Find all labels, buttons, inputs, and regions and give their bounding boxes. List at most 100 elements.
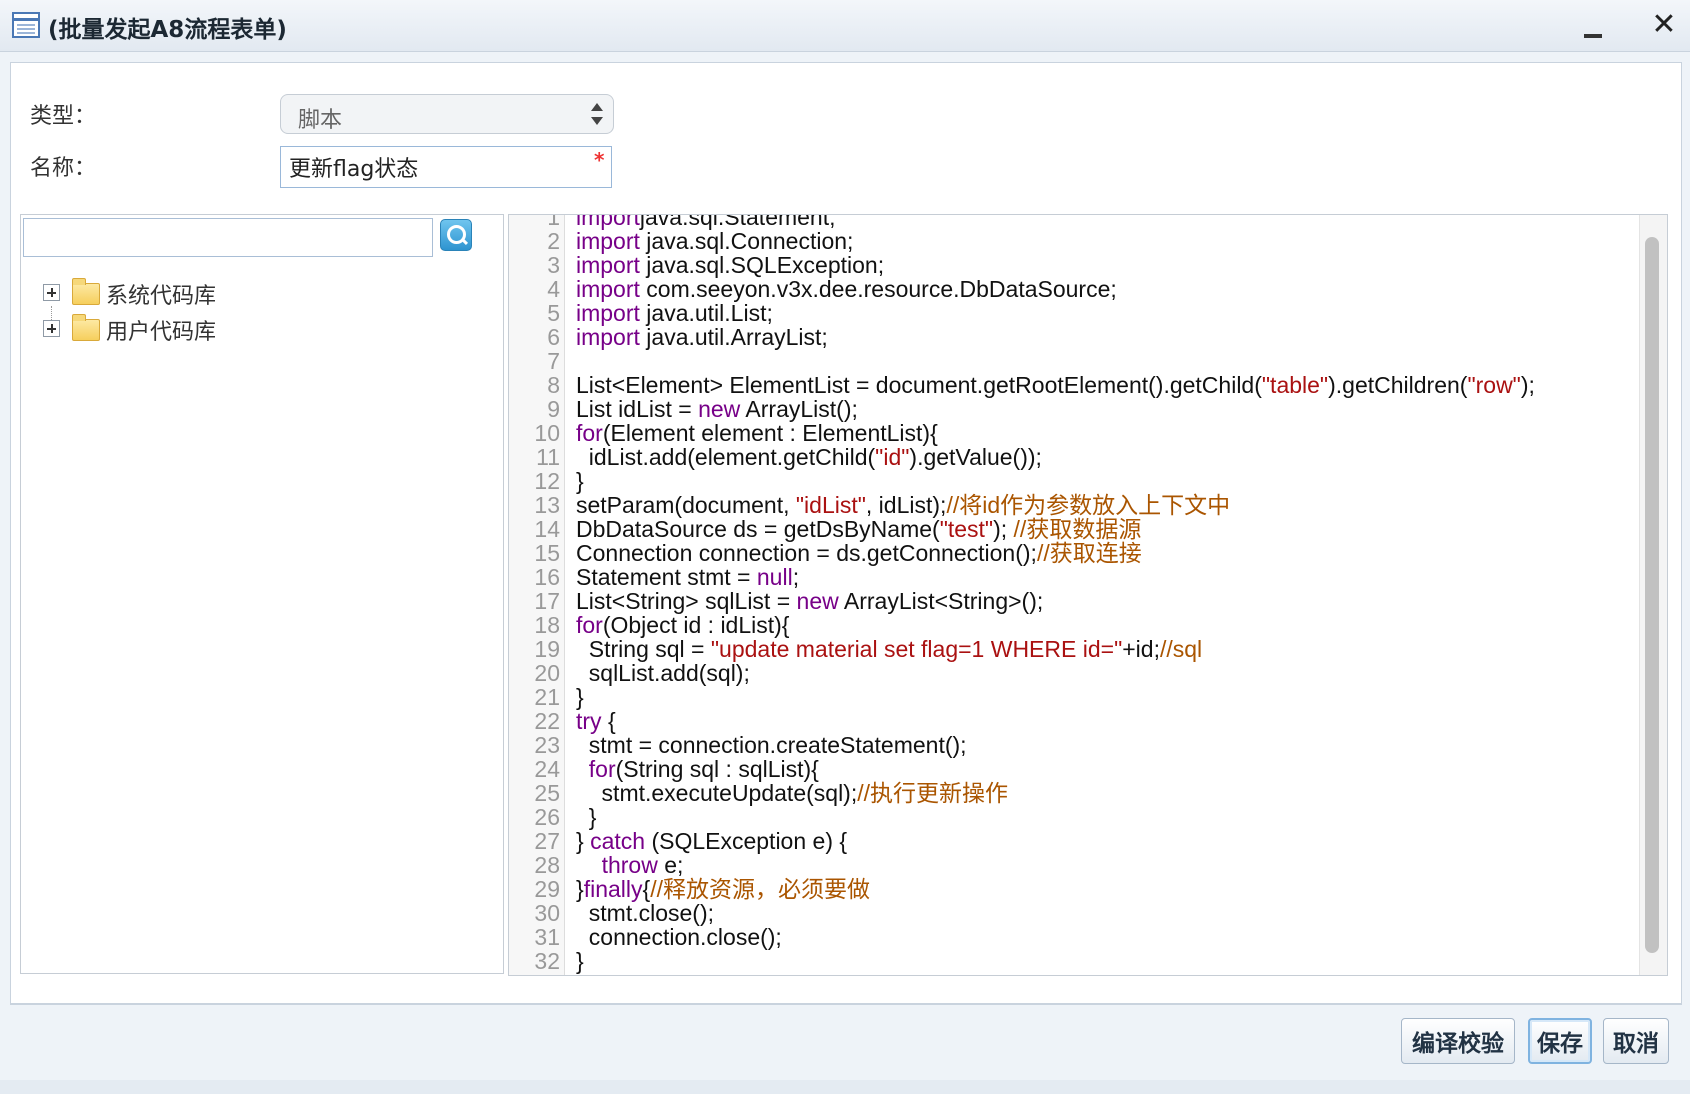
line-number: 23 [534,732,560,758]
code-text: importjava.sql.Statement; [576,214,836,230]
name-label: 名称： [30,156,97,181]
code-text: Statement stmt = null; [576,564,800,590]
line-number: 5 [547,300,560,326]
code-line: 27} catch (SQLException e) { [509,829,1639,853]
line-number: 32 [534,948,560,974]
folder-icon [72,314,100,341]
line-number: 16 [534,564,560,590]
line-number: 7 [547,348,560,374]
library-search-input[interactable] [23,218,433,257]
line-number: 11 [536,444,560,470]
code-line: 10 for(Element element : ElementList){ [509,421,1639,445]
code-text: List idList = new ArrayList(); [576,396,858,422]
line-number: 29 [534,876,560,902]
code-line: 30 stmt.close(); [509,901,1639,925]
code-line: 20 sqlList.add(sql); [509,661,1639,685]
code-line: 23 stmt = connection.createStatement(); [509,733,1639,757]
code-line: 16 Statement stmt = null; [509,565,1639,589]
code-text: String sql = "update material set flag=1… [576,636,1203,662]
line-number: 2 [547,228,560,254]
code-line: 25 stmt.executeUpdate(sql);//执行更新操作 [509,781,1639,805]
code-text: idList.add(element.getChild("id").getVal… [576,444,1042,470]
code-text: stmt.executeUpdate(sql);//执行更新操作 [576,780,1009,806]
editor-scrollbar[interactable] [1639,215,1667,975]
code-text: stmt.close(); [576,900,715,926]
code-text: }finally{//释放资源，必须要做 [576,876,870,902]
expand-icon[interactable] [43,320,60,337]
line-number: 20 [534,660,560,686]
tree-item-label: 系统代码库 [106,284,217,309]
scrollbar-thumb[interactable] [1645,237,1659,953]
code-text: } catch (SQLException e) { [576,828,848,854]
footer-divider [10,1004,1682,1005]
type-select-value: 脚本 [298,108,343,133]
compile-check-button[interactable]: 编译校验 [1401,1018,1515,1064]
save-button[interactable]: 保存 [1528,1018,1592,1064]
search-icon[interactable] [440,219,472,251]
code-line: 28 throw e; [509,853,1639,877]
close-icon[interactable]: ✕ [1651,7,1677,42]
window-titlebar: (批量发起A8流程表单) ✕ [0,0,1690,52]
line-number: 9 [547,396,560,422]
code-line: 24 for(String sql : sqlList){ [509,757,1639,781]
line-number: 15 [534,540,560,566]
code-text: sqlList.add(sql); [576,660,750,686]
line-number: 21 [534,684,560,710]
code-line: 31 connection.close(); [509,925,1639,949]
cancel-button[interactable]: 取消 [1603,1018,1669,1064]
select-arrows-icon [591,101,603,127]
code-text: try { [576,708,616,734]
code-line: 21} [509,685,1639,709]
code-text: import java.util.List; [576,300,773,326]
code-text: import java.sql.SQLException; [576,252,885,278]
expand-icon[interactable] [43,284,60,301]
code-text: } [576,948,584,974]
code-text: } [576,468,584,494]
minimize-icon[interactable] [1580,6,1612,44]
line-number: 12 [534,468,560,494]
code-line: 12} [509,469,1639,493]
line-number: 25 [534,780,560,806]
required-asterisk: * [594,148,605,172]
code-text: for(String sql : sqlList){ [588,756,819,782]
line-number: 10 [534,420,560,446]
line-number: 24 [534,756,560,782]
table-icon [12,12,40,38]
code-text: stmt = connection.createStatement(); [576,732,967,758]
code-line: 19 String sql = "update material set fla… [509,637,1639,661]
line-number: 17 [534,588,560,614]
code-library-pane [20,214,504,974]
code-text: for(Element element : ElementList){ [576,420,938,446]
line-number: 4 [547,276,560,302]
code-line: 29 }finally{//释放资源，必须要做 [509,877,1639,901]
code-text: } [576,804,597,830]
line-number: 8 [547,372,560,398]
code-text: connection.close(); [576,924,782,950]
line-number-gutter [509,215,565,975]
code-line: 11 idList.add(element.getChild("id").get… [509,445,1639,469]
line-number: 22 [534,708,560,734]
line-number: 30 [534,900,560,926]
line-number: 19 [534,636,560,662]
type-select[interactable]: 脚本 [280,94,614,134]
code-text: DbDataSource ds = getDsByName("test"); /… [576,516,1142,542]
code-line: 5 import java.util.List; [509,301,1639,325]
line-number: 18 [534,612,560,638]
code-text: throw e; [601,852,684,878]
line-number: 26 [534,804,560,830]
code-line: 9 List idList = new ArrayList(); [509,397,1639,421]
code-line: 32} [509,949,1639,973]
name-field[interactable] [280,146,612,188]
window-title: (批量发起A8流程表单) [48,17,287,43]
